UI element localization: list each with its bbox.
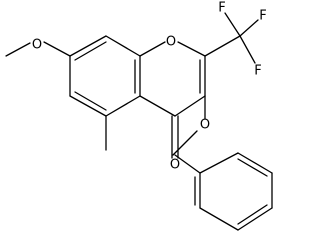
bond [139,95,176,117]
bond [237,207,273,231]
fluorine-3-label: F [254,64,261,79]
bond [237,158,268,177]
bond [139,41,166,57]
bond [69,35,107,57]
bond [43,41,71,57]
bond [105,35,141,57]
carbonyl-oxygen-label: O [170,158,180,173]
bond [239,19,259,37]
bond [5,42,31,57]
bond [239,35,256,64]
molecule-structure: O O F F F O O [5,1,273,231]
fluorine-2-label: F [259,9,266,24]
bond [174,95,206,117]
bond [237,152,273,174]
bond [199,207,239,231]
ether-oxygen-label: O [200,118,210,133]
bond [224,12,241,37]
bond [172,130,198,156]
bond [204,35,241,57]
bond [69,95,107,117]
atom-labels: O O F F F O O [32,1,267,173]
bond [237,204,268,225]
bond [174,154,201,174]
bond [74,91,107,111]
bond [177,41,206,57]
bond [74,41,107,61]
bond [105,95,141,117]
methoxy-oxygen-label: O [32,38,42,53]
bonds [5,12,273,231]
bond [199,152,239,174]
ring-oxygen-label: O [166,35,176,50]
fluorine-1-label: F [218,1,225,16]
